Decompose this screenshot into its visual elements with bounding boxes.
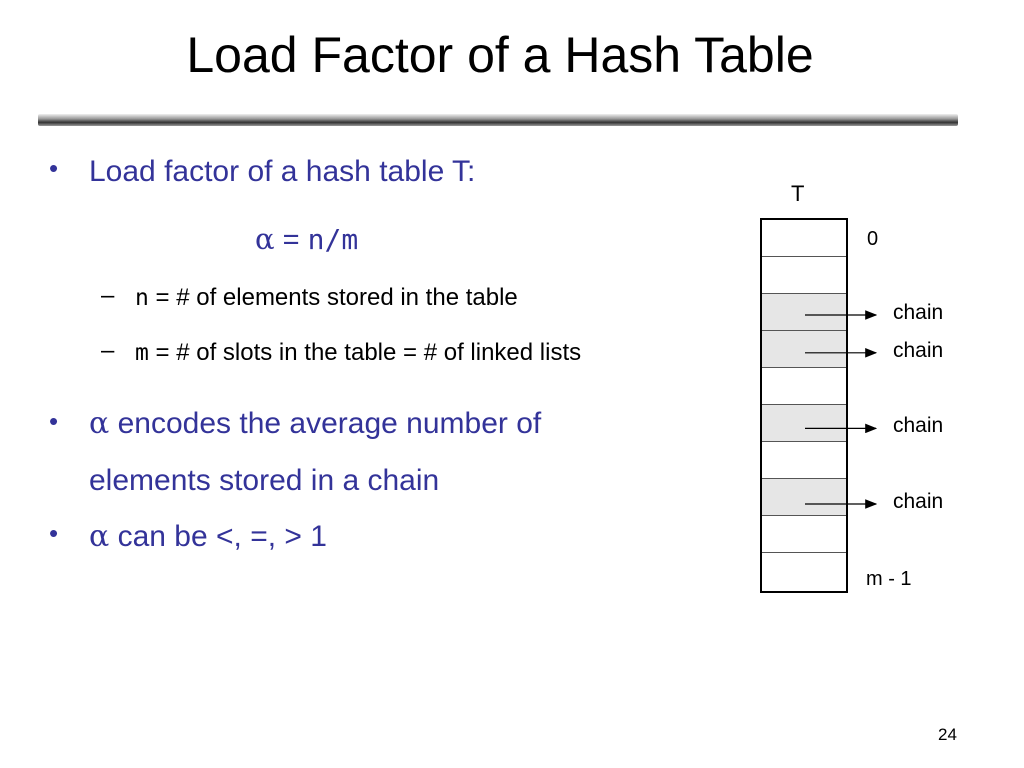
formula-rhs: n/m <box>307 223 359 256</box>
chain-label: chain <box>893 301 944 324</box>
sub-bullet-n: – n = # of elements stored in the table <box>101 282 518 313</box>
alpha-symbol: α <box>89 406 110 441</box>
slot-index-last: m - 1 <box>866 568 912 590</box>
slot-index-first: 0 <box>867 228 879 250</box>
bullet-dot: • <box>49 406 59 436</box>
chain-label: chain <box>893 338 944 362</box>
hash-table <box>760 218 848 593</box>
hash-slot-filled <box>762 405 846 442</box>
hash-slot-filled <box>762 331 846 368</box>
hash-table-label: T <box>791 181 805 206</box>
hash-slot-filled <box>762 294 846 331</box>
hash-slot-empty <box>762 442 846 479</box>
hash-slot-empty <box>762 220 846 257</box>
chain-label: chain <box>893 490 944 513</box>
bullet-alpha-encodes: • α encodes the average number of elemen… <box>49 395 542 509</box>
sub-bullet-text: = # of elements stored in the table <box>148 284 518 311</box>
page-number: 24 <box>938 725 957 744</box>
formula-equals: = <box>274 224 308 256</box>
bullet-load-factor: • Load factor of a hash table T: <box>49 153 476 190</box>
hash-slot-empty <box>762 257 846 294</box>
bullet-text-line2: elements stored in a chain <box>89 464 440 497</box>
sub-bullet-text: = # of slots in the table = # of linked … <box>148 339 582 366</box>
var-m: m <box>135 340 149 366</box>
hash-slot-filled <box>762 479 846 516</box>
alpha-symbol: α <box>89 519 110 554</box>
sub-bullet-m: – m = # of slots in the table = # of lin… <box>101 337 582 368</box>
chain-label: chain <box>893 414 944 438</box>
hash-slot-empty <box>762 553 846 591</box>
bullet-dot: • <box>49 518 59 548</box>
bullet-dot: • <box>49 153 59 183</box>
sub-bullet-dash: – <box>101 282 115 309</box>
bullet-text-line1: encodes the average number of <box>109 407 542 440</box>
hash-slot-empty <box>762 368 846 405</box>
sub-bullet-dash: – <box>101 337 115 364</box>
var-n: n <box>135 285 149 311</box>
bullet-text: Load factor of a hash table T: <box>89 155 476 188</box>
load-factor-formula: α = n/m <box>255 222 358 257</box>
hash-slot-empty <box>762 516 846 553</box>
bullet-alpha-range: • α can be <, =, > 1 <box>49 518 327 555</box>
title-divider <box>38 114 958 126</box>
formula-alpha: α <box>255 222 275 256</box>
bullet-text: can be <, =, > 1 <box>109 520 327 553</box>
slide-title: Load Factor of a Hash Table <box>186 27 814 83</box>
